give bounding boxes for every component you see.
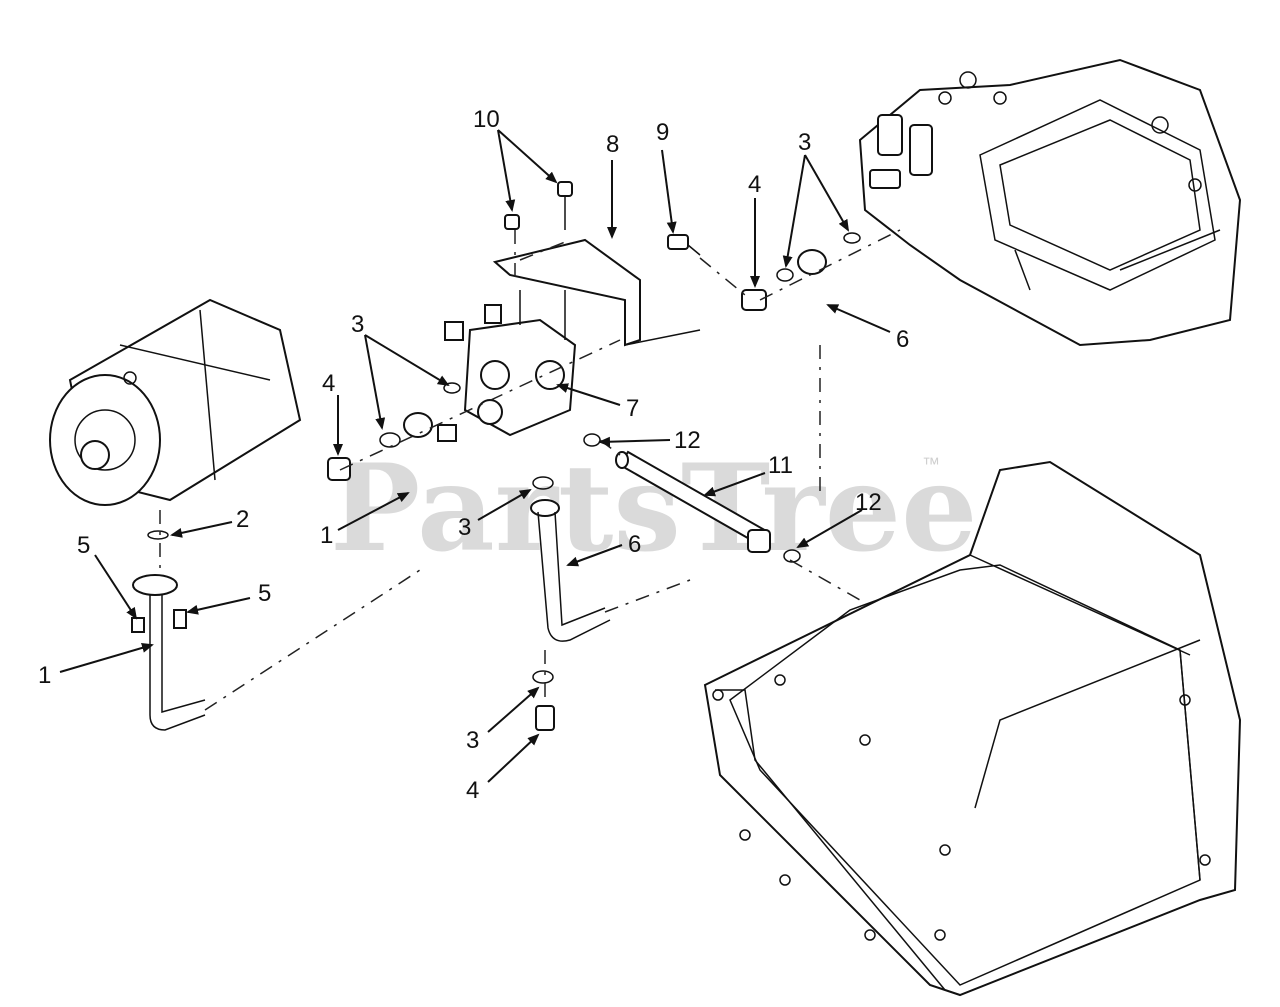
label-5-left: 5 bbox=[77, 532, 90, 559]
transmission-housing bbox=[858, 58, 1242, 347]
tube bbox=[583, 433, 801, 563]
pipe-left bbox=[131, 530, 206, 731]
bracket bbox=[492, 238, 701, 347]
label-5-right: 5 bbox=[258, 580, 271, 607]
bolts-top bbox=[504, 181, 701, 256]
center-lines bbox=[159, 229, 901, 711]
watermark-text: PartsTree bbox=[330, 438, 977, 579]
bell-housing bbox=[703, 460, 1242, 997]
label-1-left: 1 bbox=[38, 662, 51, 689]
label-1-center: 1 bbox=[320, 522, 333, 549]
label-2: 2 bbox=[236, 506, 249, 533]
label-12-right: 12 bbox=[855, 489, 882, 516]
watermark-trademark: ™ bbox=[922, 454, 940, 474]
callout-labels: 10 8 9 4 3 6 3 4 7 12 2 5 5 1 1 3 6 11 1… bbox=[38, 106, 909, 804]
callout-arrows bbox=[59, 129, 891, 783]
label-4-left: 4 bbox=[322, 370, 335, 397]
label-11: 11 bbox=[768, 452, 793, 479]
label-8: 8 bbox=[606, 131, 619, 158]
label-3-top: 3 bbox=[798, 129, 811, 156]
label-3-left: 3 bbox=[351, 311, 364, 338]
right-upper-fittings bbox=[741, 232, 861, 311]
label-12-top: 12 bbox=[674, 427, 701, 454]
label-4-bottom: 4 bbox=[466, 777, 479, 804]
valve-block bbox=[444, 304, 577, 437]
label-6-center: 6 bbox=[628, 531, 641, 558]
label-10: 10 bbox=[473, 106, 500, 133]
label-4-top: 4 bbox=[748, 171, 761, 198]
pipe-center bbox=[530, 476, 611, 731]
label-3-center: 3 bbox=[458, 514, 471, 541]
label-6-top: 6 bbox=[896, 326, 909, 353]
label-3-bottom: 3 bbox=[466, 727, 479, 754]
label-7: 7 bbox=[626, 395, 639, 422]
label-9: 9 bbox=[656, 119, 669, 146]
left-fittings bbox=[327, 382, 461, 481]
hydraulic-pump bbox=[49, 298, 302, 506]
